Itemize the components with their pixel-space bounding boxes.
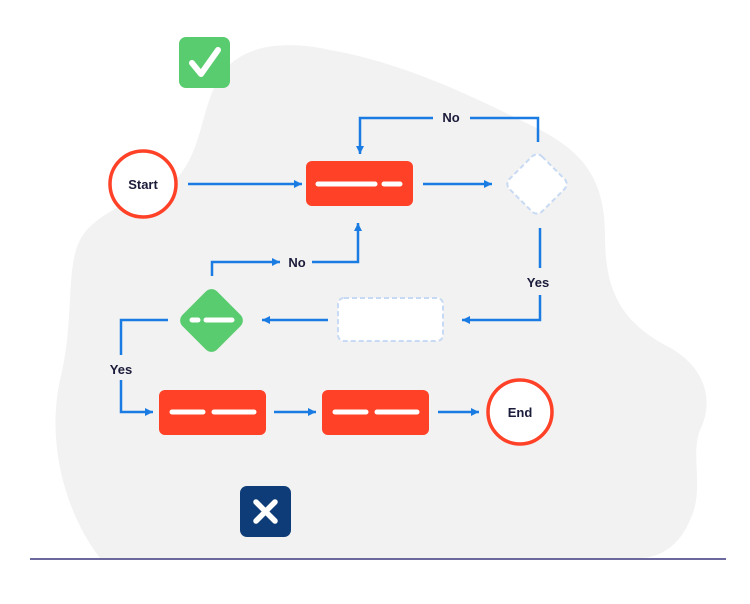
x-icon [240,486,291,537]
edge-label-no-top: No [442,110,459,125]
arrow-decision-yes-head [462,295,542,324]
connectors [119,116,542,416]
process-box-bottom-1 [159,390,266,435]
arrow-green-no-head [312,223,362,264]
arrow-green-yes [119,318,168,355]
end-label: End [508,405,533,420]
edge-label-yes-right: Yes [527,275,549,290]
start-label: Start [128,177,158,192]
edge-label-no-middle: No [288,255,305,270]
arrow-decision-no-loop-head [356,116,433,154]
process-box-placeholder [337,297,444,342]
edge-label-yes-left: Yes [110,362,132,377]
process-box-bottom-2 [322,390,429,435]
arrow-green-yes-head [119,380,153,416]
arrow-decision-no-loop [470,116,540,142]
end-node: End [486,378,554,446]
decision-diamond-green [180,289,243,352]
arrow-green-no [210,258,280,276]
process-box-top [306,161,413,206]
decision-diamond-placeholder [506,153,568,215]
start-node: Start [108,149,178,219]
checkmark-icon [179,37,230,88]
